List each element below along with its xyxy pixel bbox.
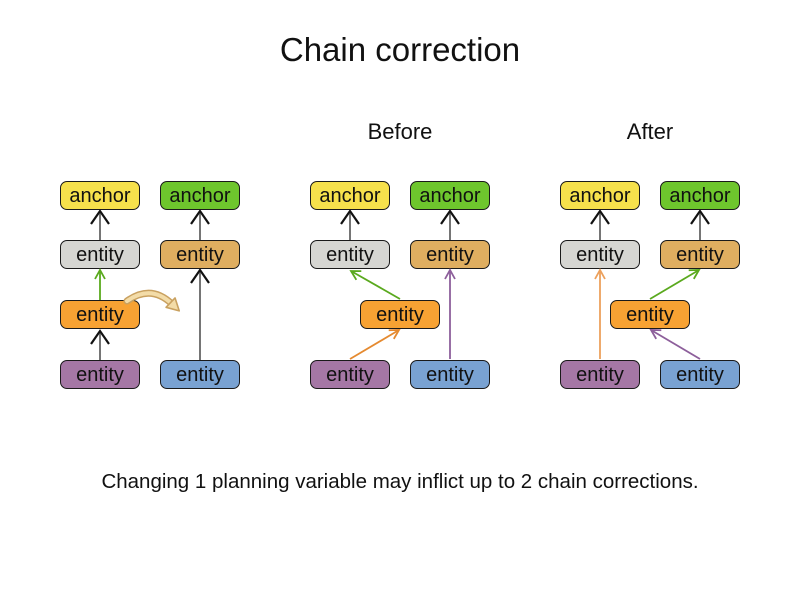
node-entity: entity	[160, 240, 240, 269]
node-entity: entity	[660, 360, 740, 389]
node-anchor: anchor	[310, 181, 390, 210]
node-entity: entity	[310, 240, 390, 269]
caption: Changing 1 planning variable may inflict…	[101, 470, 699, 493]
node-entity: entity	[310, 360, 390, 389]
before-label: Before	[367, 119, 433, 144]
node-entity: entity	[60, 240, 140, 269]
node-entity: entity	[560, 240, 640, 269]
node-entity: entity	[160, 360, 240, 389]
node-entity: entity	[410, 360, 490, 389]
node-entity: entity	[410, 240, 490, 269]
page-title: Chain correction	[279, 31, 521, 68]
node-anchor: anchor	[560, 181, 640, 210]
node-entity: entity	[610, 300, 690, 329]
node-anchor: anchor	[660, 181, 740, 210]
node-entity: entity	[660, 240, 740, 269]
node-entity: entity	[60, 300, 140, 329]
node-anchor: anchor	[60, 181, 140, 210]
node-entity: entity	[60, 360, 140, 389]
node-entity: entity	[360, 300, 440, 329]
after-label: After	[626, 119, 674, 144]
node-anchor: anchor	[160, 181, 240, 210]
node-entity: entity	[560, 360, 640, 389]
node-anchor: anchor	[410, 181, 490, 210]
